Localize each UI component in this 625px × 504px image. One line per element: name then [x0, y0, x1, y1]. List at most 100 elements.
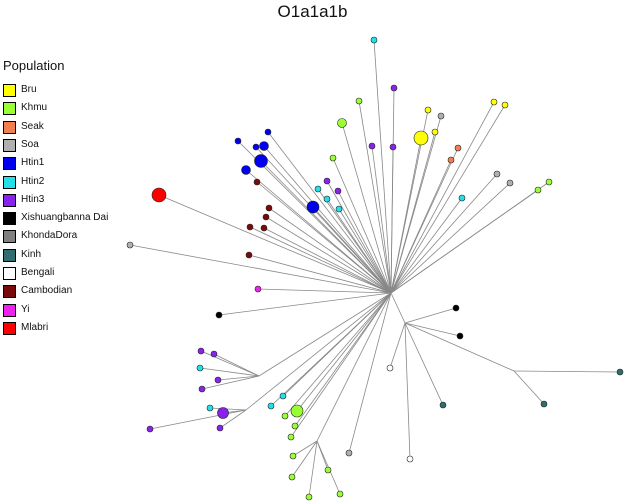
haplotype-node-cambodian: [262, 213, 270, 221]
legend-swatch: [3, 267, 16, 280]
haplotype-node-khmu: [287, 433, 295, 441]
haplotype-node-seak: [447, 156, 455, 164]
legend-swatch: [3, 285, 16, 299]
haplotype-node-htin3: [210, 350, 218, 358]
network-edge: [292, 440, 318, 457]
network-nodes: [126, 36, 624, 501]
network-edge: [255, 146, 392, 294]
legend-label: Khmu: [21, 102, 48, 114]
network-edge: [199, 367, 260, 377]
network-edge: [260, 160, 392, 294]
haplotype-node-cambodian: [265, 204, 273, 212]
haplotype-node-htin2: [458, 194, 466, 202]
haplotype-node-mlabri: [151, 187, 167, 203]
haplotype-node-khmu: [337, 118, 347, 128]
network-edge: [358, 100, 392, 294]
legend-label: Cambodian: [21, 285, 73, 297]
legend-label: Htin2: [21, 175, 45, 187]
haplotype-node-soa: [506, 179, 514, 187]
network-edge: [337, 190, 392, 294]
haplotype-node-htin3: [334, 187, 342, 195]
legend-swatch: [3, 175, 16, 189]
network-edge: [404, 322, 444, 406]
haplotype-node-yi: [254, 285, 262, 293]
haplotype-node-soa: [126, 241, 134, 249]
network-edge: [373, 39, 392, 294]
legend-label: Mlabri: [21, 321, 49, 333]
legend-swatch: [3, 102, 16, 116]
haplotype-node-kinh: [616, 368, 624, 376]
haplotype-node-soa: [345, 449, 353, 457]
network-edge: [390, 189, 539, 294]
haplotype-node-htin1: [241, 165, 251, 175]
network-edge: [267, 131, 392, 294]
network-edge: [291, 440, 318, 478]
haplotype-node-htin3: [390, 84, 398, 92]
network-edge: [404, 322, 411, 460]
haplotype-node-khmu: [545, 178, 553, 186]
network-edge: [263, 145, 392, 294]
network-edge: [209, 407, 247, 411]
haplotype-node-bengali: [406, 455, 414, 463]
network-edge: [390, 104, 506, 294]
legend-swatch: [3, 157, 16, 171]
network-edge: [249, 226, 392, 294]
haplotype-node-kinh: [540, 400, 548, 408]
haplotype-node-xishuangbanna-dai: [452, 304, 460, 312]
network-edge: [296, 292, 392, 412]
haplotype-node-htin2: [314, 185, 322, 193]
legend-label: Htin1: [21, 157, 45, 169]
haplotype-node-htin2: [323, 195, 331, 203]
haplotype-node-htin2: [267, 402, 275, 410]
haplotype-node-htin2: [206, 404, 214, 412]
network-edge: [513, 370, 621, 373]
network-edge: [294, 292, 392, 427]
legend-label: Htin3: [21, 193, 45, 205]
haplotype-node-bru: [431, 128, 439, 136]
legend-title: Population: [3, 58, 65, 73]
network-edge: [341, 122, 392, 294]
haplotype-node-htin2: [370, 36, 378, 44]
haplotype-node-khmu: [324, 466, 332, 474]
haplotype-node-cambodian: [245, 251, 253, 259]
haplotype-node-htin1: [234, 137, 242, 145]
network-edge: [390, 182, 511, 294]
legend-swatch: [3, 138, 16, 152]
network-edge: [248, 254, 392, 294]
legend-label: Seak: [21, 120, 44, 132]
network-edge: [284, 292, 392, 417]
hub-edge: [245, 292, 392, 411]
haplotype-node-cambodian: [253, 178, 261, 186]
haplotype-node-htin3: [323, 177, 331, 185]
network-edge: [348, 292, 392, 454]
haplotype-node-htin3: [198, 385, 206, 393]
legend-swatch: [3, 321, 16, 335]
network-edge: [201, 375, 260, 390]
haplotype-node-htin3: [217, 407, 229, 419]
legend-swatch: [3, 303, 16, 317]
haplotype-node-khmu: [355, 97, 363, 105]
hub-edge: [390, 292, 406, 324]
network-edge: [390, 173, 498, 294]
haplotype-node-soa: [493, 170, 501, 178]
haplotype-node-khmu: [290, 404, 304, 418]
haplotype-node-htin3: [368, 142, 376, 150]
legend-label: Xishuangbanna Dai: [21, 212, 109, 224]
legend-swatch: [3, 84, 16, 97]
haplotype-node-khmu: [289, 452, 297, 460]
haplotype-node-khmu: [291, 422, 299, 430]
haplotype-node-bru: [413, 130, 429, 146]
network-edge: [290, 292, 392, 438]
network-edge: [263, 227, 392, 294]
haplotype-node-soa: [437, 112, 445, 120]
network-edge: [308, 440, 318, 498]
legend-swatch: [3, 248, 16, 262]
network-edge: [338, 208, 392, 294]
haplotype-node-kinh: [439, 401, 447, 409]
haplotype-node-khmu: [288, 473, 296, 481]
network-edge: [390, 159, 452, 294]
haplotype-node-seak: [454, 144, 462, 152]
network-edge: [326, 180, 392, 294]
network-edge: [257, 288, 392, 294]
